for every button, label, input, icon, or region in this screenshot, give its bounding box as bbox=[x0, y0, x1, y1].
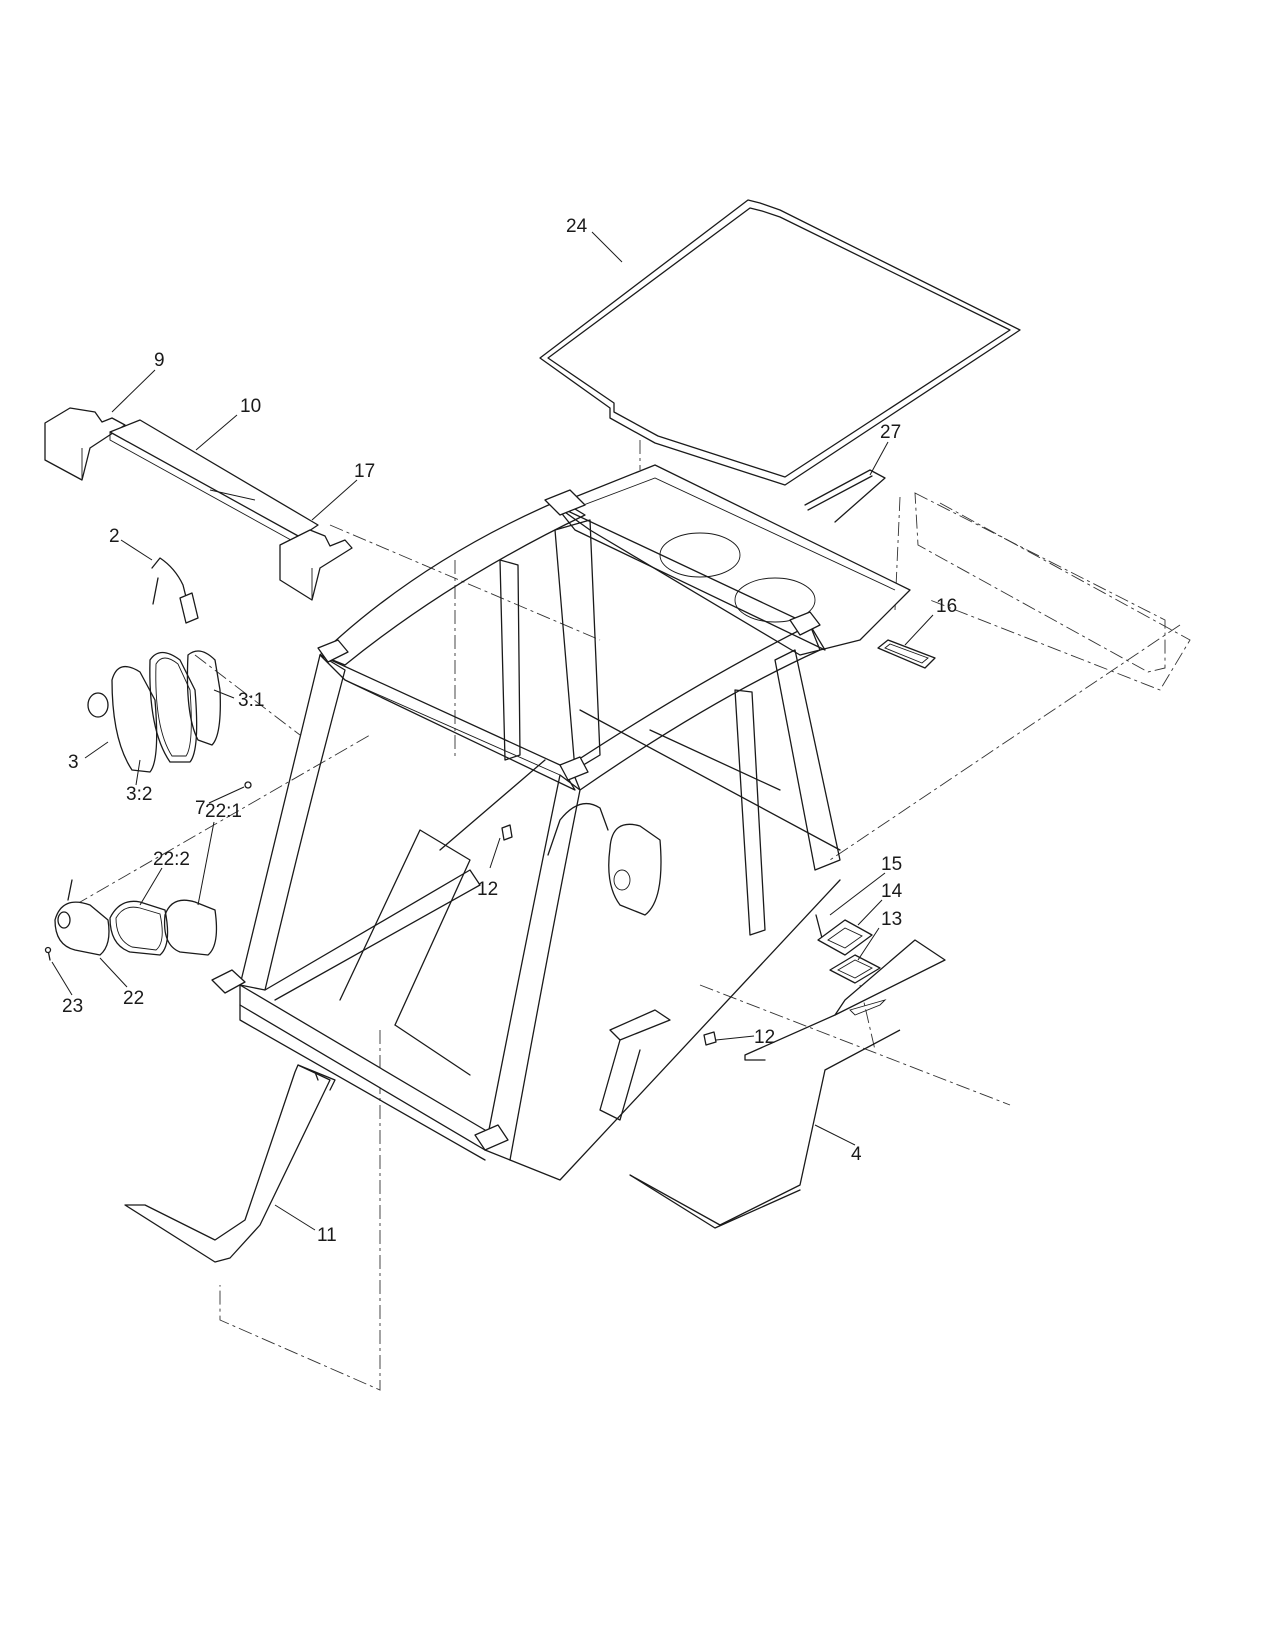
bolt-part-15 bbox=[815, 914, 823, 939]
cab-frame bbox=[211, 464, 911, 1181]
callout-16: 16 bbox=[936, 596, 957, 617]
assembly-centerlines bbox=[74, 440, 1191, 1391]
callout-13: 13 bbox=[881, 909, 902, 930]
mirror-part-22 bbox=[54, 879, 110, 956]
callout-24: 24 bbox=[566, 216, 588, 237]
fastener-part-12-upper bbox=[501, 824, 513, 841]
callout-12-lower: 12 bbox=[754, 1027, 775, 1048]
callout-22-1: 22:1 bbox=[205, 801, 242, 822]
plate-part-14 bbox=[817, 919, 873, 956]
filler-strip-part-10 bbox=[109, 419, 319, 546]
callout-15: 15 bbox=[881, 854, 902, 875]
callout-3-2: 3:2 bbox=[126, 784, 152, 805]
mirror-frame-part-22-2 bbox=[109, 900, 169, 956]
mirror-part-3 bbox=[87, 665, 158, 773]
step-part-11 bbox=[124, 1064, 336, 1263]
callout-7: 7 bbox=[195, 798, 206, 819]
leader-lines bbox=[51, 231, 934, 1231]
grommet-part-16 bbox=[877, 639, 936, 669]
callout-22-2: 22:2 bbox=[153, 849, 190, 870]
mirror-arm-part-2 bbox=[151, 557, 199, 624]
rear-cover-outline bbox=[914, 492, 1166, 673]
callout-17: 17 bbox=[354, 461, 375, 482]
callout-10: 10 bbox=[240, 396, 261, 417]
callout-9: 9 bbox=[154, 350, 165, 371]
seal-strip-part-27 bbox=[804, 469, 886, 523]
fastener-part-12-lower bbox=[703, 1031, 717, 1046]
callout-3-1: 3:1 bbox=[238, 690, 264, 711]
callout-4: 4 bbox=[851, 1144, 862, 1165]
screw-part-23 bbox=[44, 946, 52, 961]
callout-12-upper: 12 bbox=[477, 879, 498, 900]
callout-3: 3 bbox=[68, 752, 79, 773]
filler-panel-part-9 bbox=[44, 407, 126, 481]
mirror-glass-part-3-1 bbox=[186, 650, 221, 746]
roof-seal-part-24 bbox=[539, 199, 1021, 486]
callout-27: 27 bbox=[880, 422, 901, 443]
callout-23: 23 bbox=[62, 996, 83, 1017]
callout-11: 11 bbox=[317, 1225, 337, 1246]
callout-14: 14 bbox=[881, 881, 903, 902]
mirror-glass-part-22-1 bbox=[163, 899, 218, 956]
frame-mirror bbox=[547, 802, 662, 916]
callout-2: 2 bbox=[109, 526, 120, 547]
plate-part-13 bbox=[829, 954, 881, 984]
callout-22: 22 bbox=[123, 988, 144, 1009]
mirror-frame-part-3-2 bbox=[149, 651, 198, 763]
screw-part-7 bbox=[244, 781, 252, 789]
step-panel-part-4 bbox=[599, 939, 946, 1229]
filler-panel-part-17 bbox=[279, 529, 353, 601]
callouts: 24 9 10 17 27 2 16 3:1 3 7 3:2 22:1 22:2… bbox=[62, 216, 957, 1246]
